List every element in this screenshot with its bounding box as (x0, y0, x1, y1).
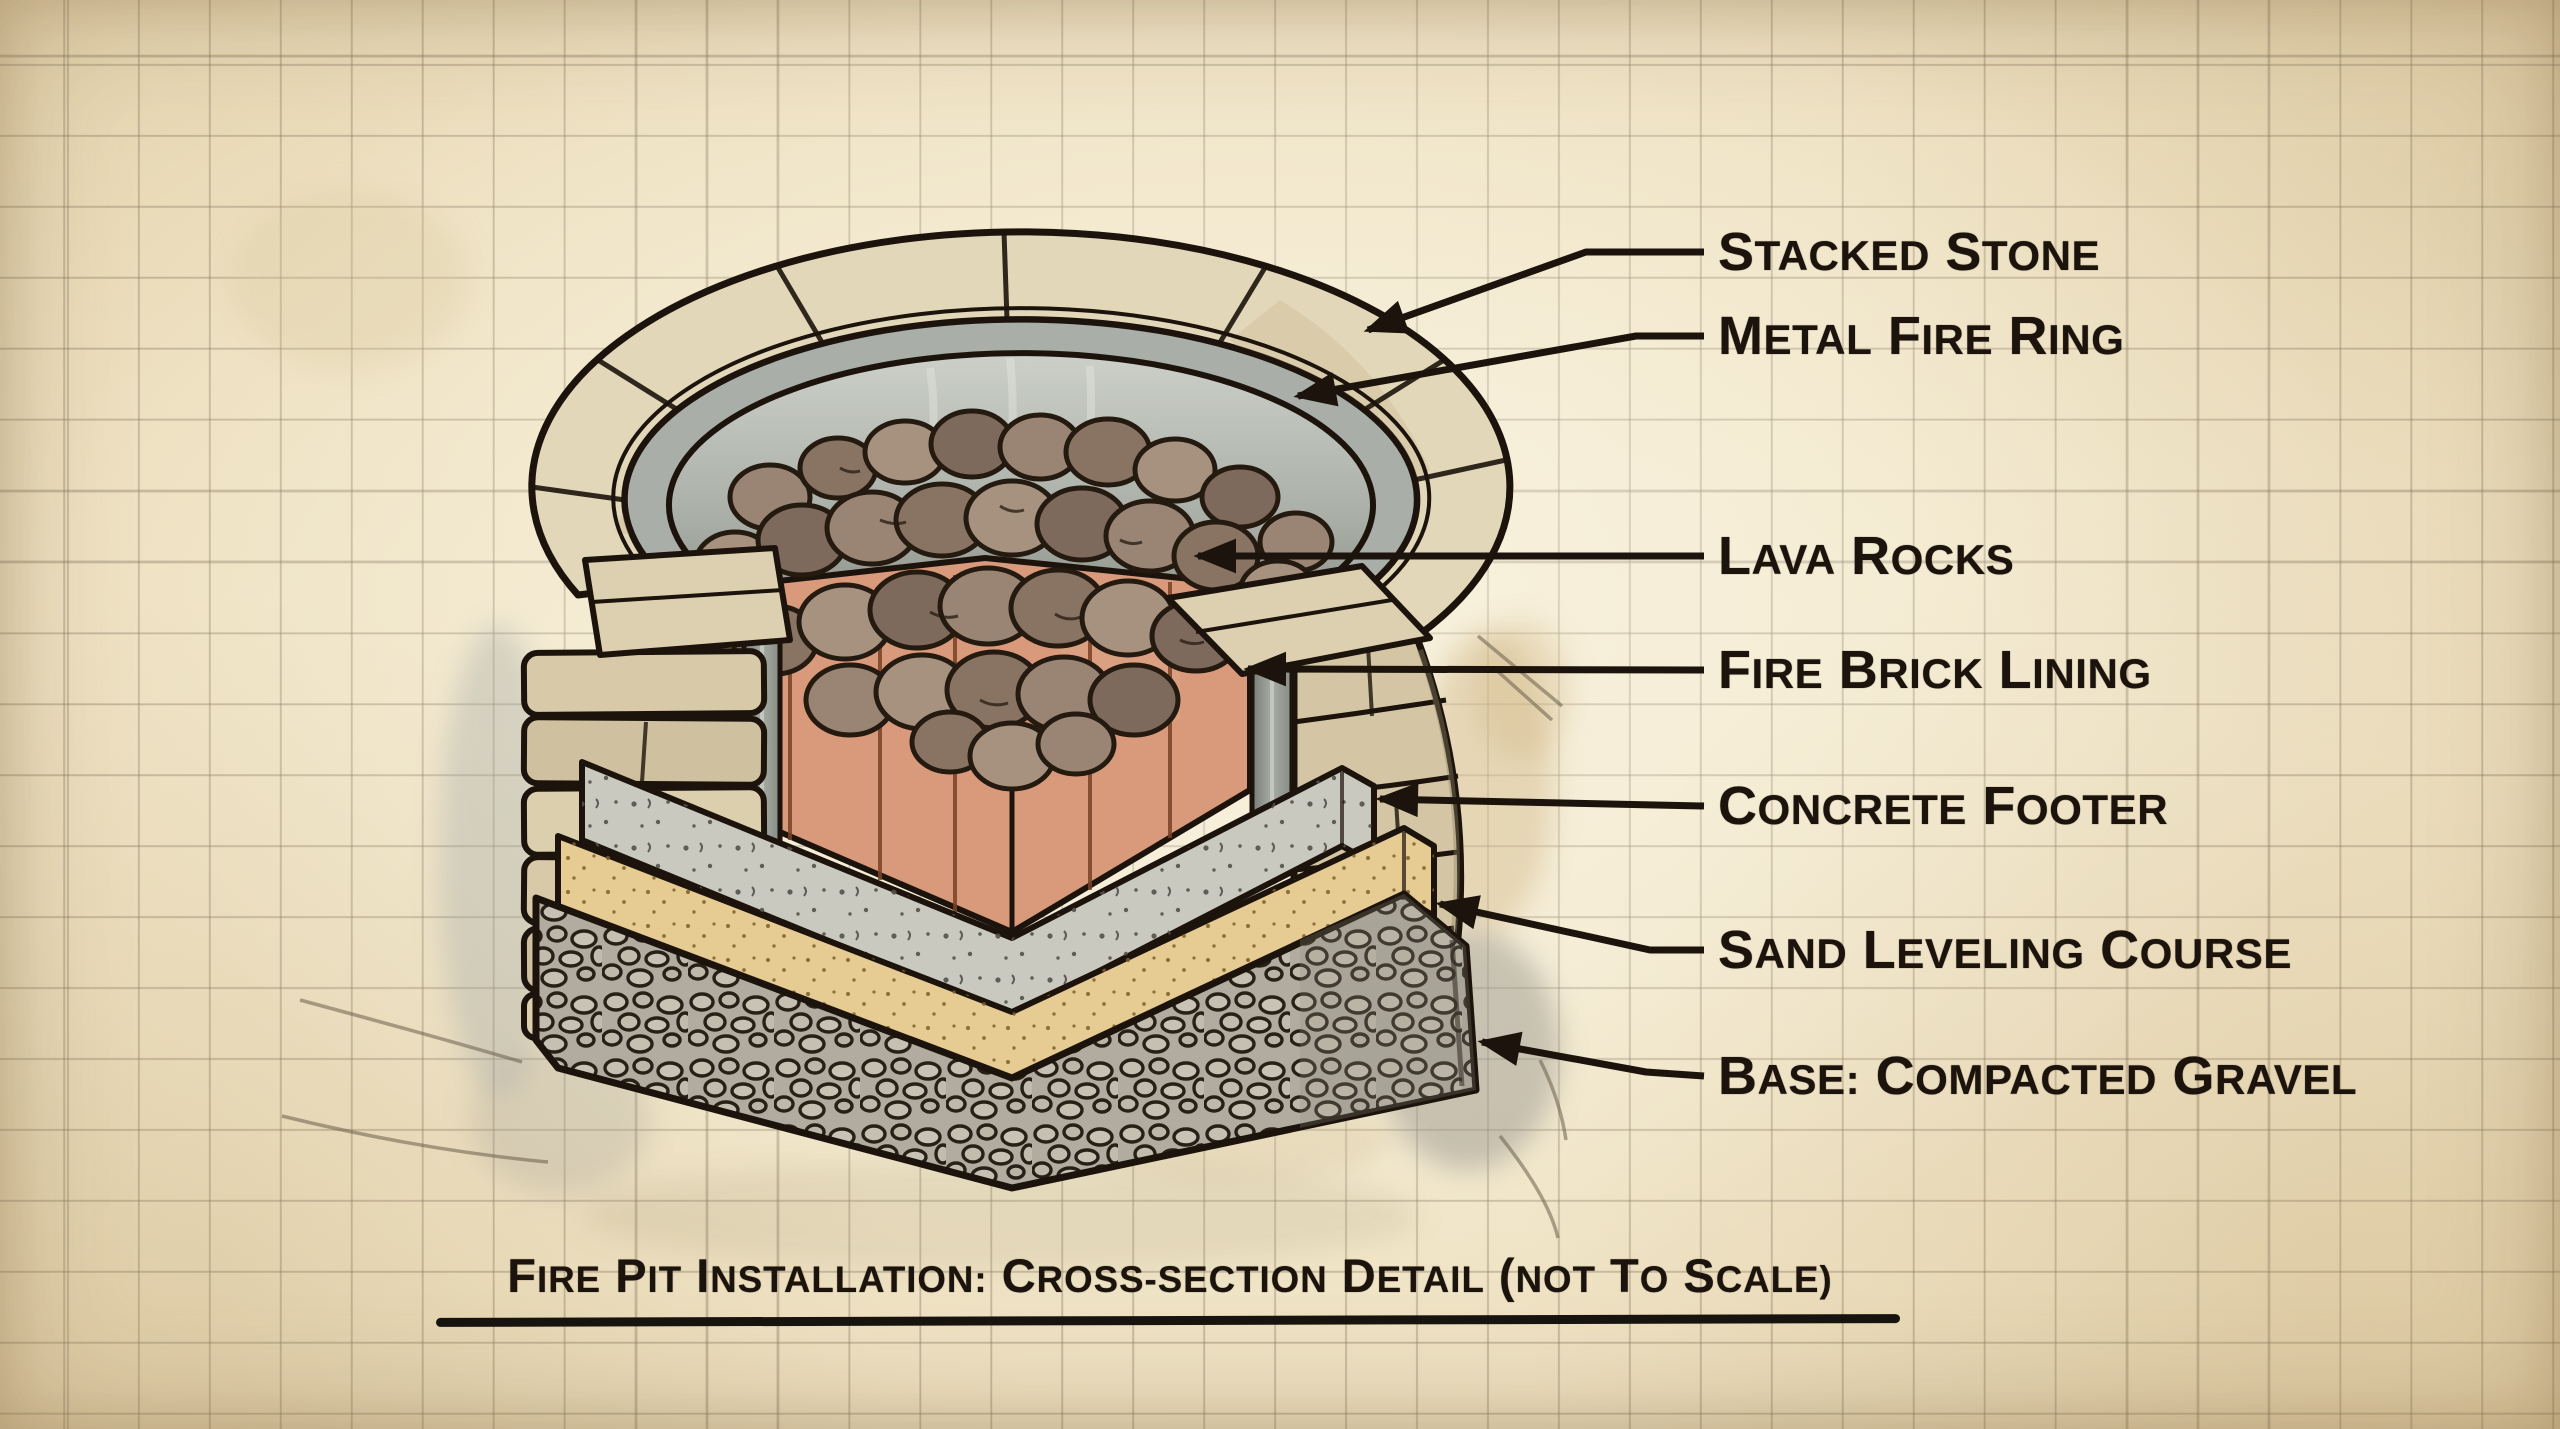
ground-sketch-lines (281, 634, 1568, 1239)
leader-lines (1193, 248, 1705, 1080)
label-stacked-stone: STACKED STONE (1718, 222, 2101, 282)
leader-concrete-footer (1375, 782, 1705, 818)
label-gravel-base: BASE: COMPACTED GRAVEL (1718, 1046, 2358, 1106)
leader-stacked-stone (1363, 248, 1704, 334)
label-sand-course: SAND LEVELING COURSE (1718, 920, 2292, 980)
label-concrete-footer: CONCRETE FOOTER (1718, 776, 2169, 836)
label-fire-brick: FIRE BRICK LINING (1718, 640, 2152, 700)
gravel-base-layer (532, 890, 1480, 1192)
stone-cap-end-slabs (582, 545, 1433, 677)
diagram-title: FIRE PIT INSTALLATION: CROSS-SECTION DET… (507, 1249, 1833, 1302)
leader-metal-fire-ring (1293, 332, 1704, 407)
label-metal-fire-ring: METAL FIRE RING (1718, 306, 2125, 366)
leader-gravel-base (1477, 1031, 1705, 1080)
leader-sand-course (1435, 895, 1704, 954)
label-lava-rocks: LAVA ROCKS (1718, 526, 2015, 586)
leader-fire-brick (1243, 651, 1705, 687)
lava-rocks-pile (692, 408, 1335, 792)
